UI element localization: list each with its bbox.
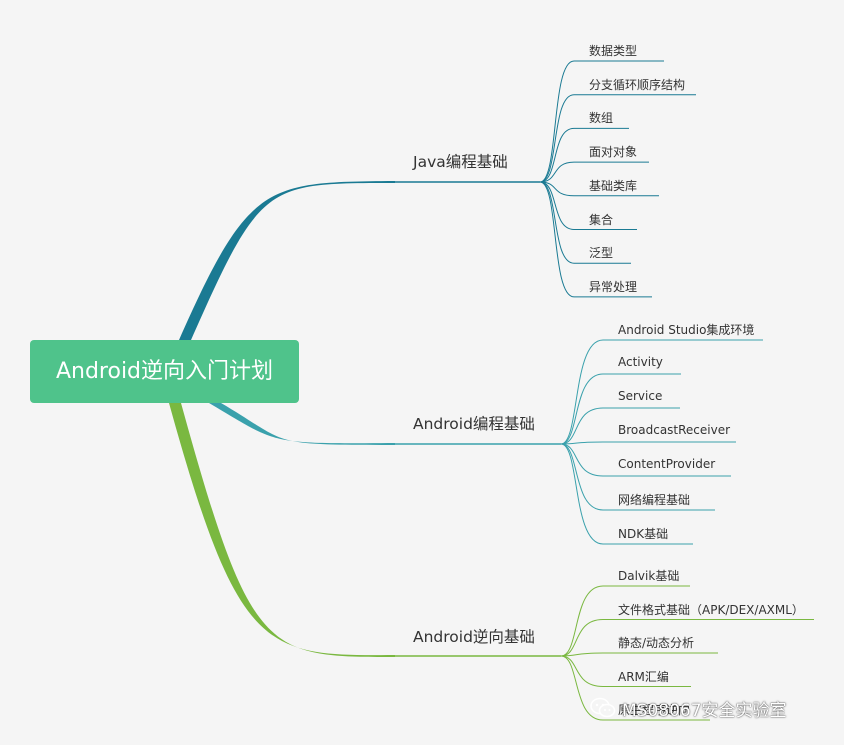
leaf-topic[interactable]: 文件格式基础（APK/DEX/AXML） (618, 602, 804, 617)
leaf-topic[interactable]: 泛型 (589, 246, 614, 261)
leaf-topic[interactable]: 集合 (589, 212, 614, 227)
leaf-connector (560, 443, 604, 477)
leaf-topic[interactable]: Dalvik基础 (618, 569, 680, 583)
leaf-topic[interactable]: 静态/动态分析 (618, 636, 695, 650)
leaf-topic[interactable]: ContentProvider (618, 457, 716, 471)
leaf-connector (560, 339, 604, 445)
leaf-topic[interactable]: 异常处理 (589, 279, 638, 294)
watermark-text: MS08067安全实验室 (622, 700, 787, 721)
leaf-connector (560, 443, 604, 545)
leaf-topic[interactable]: 数据类型 (589, 44, 638, 58)
branch-connector (179, 181, 395, 340)
leaf-connector (560, 373, 604, 445)
wechat-icon (590, 697, 616, 718)
leaf-topic[interactable]: 数组 (589, 111, 614, 126)
leaf-topic[interactable]: Android Studio集成环境 (618, 323, 755, 337)
leaf-connector (539, 127, 575, 183)
leaf-connector (539, 161, 575, 183)
leaf-topic[interactable]: 面对对象 (589, 145, 638, 160)
branch-topic[interactable]: Java编程基础 (413, 153, 508, 171)
leaf-connector (539, 181, 575, 230)
leaf-topic[interactable]: NDK基础 (618, 527, 669, 541)
leaf-topic[interactable]: 网络编程基础 (618, 493, 691, 507)
leaf-connector (560, 655, 604, 721)
leaf-connector (560, 652, 604, 657)
leaf-connector (560, 655, 604, 687)
leaf-topic[interactable]: Service (618, 389, 663, 403)
leaf-topic[interactable]: 分支循环顺序结构 (589, 77, 686, 92)
leaf-topic[interactable]: 原生程序逆向 (618, 703, 691, 717)
leaf-connector (560, 407, 604, 445)
leaf-connector (560, 585, 604, 657)
branch-connector (209, 403, 395, 445)
watermark: MS08067安全实验室 (590, 694, 787, 722)
leaf-topic[interactable]: 基础类库 (589, 178, 638, 193)
root-topic[interactable]: Android逆向入门计划 (30, 340, 299, 403)
branch-topic[interactable]: Android逆向基础 (413, 628, 535, 646)
leaf-connector (539, 181, 575, 298)
branch-connector (169, 403, 395, 657)
leaf-connector (560, 443, 604, 511)
leaf-connector (560, 619, 604, 657)
leaf-connector (539, 94, 575, 183)
leaf-connector (560, 441, 604, 445)
leaf-connector (539, 60, 575, 183)
leaf-topic[interactable]: BroadcastReceiver (618, 423, 731, 437)
branch-topic[interactable]: Android编程基础 (413, 415, 535, 433)
leaf-topic[interactable]: Activity (618, 355, 663, 369)
leaf-topic[interactable]: ARM汇编 (618, 669, 669, 684)
